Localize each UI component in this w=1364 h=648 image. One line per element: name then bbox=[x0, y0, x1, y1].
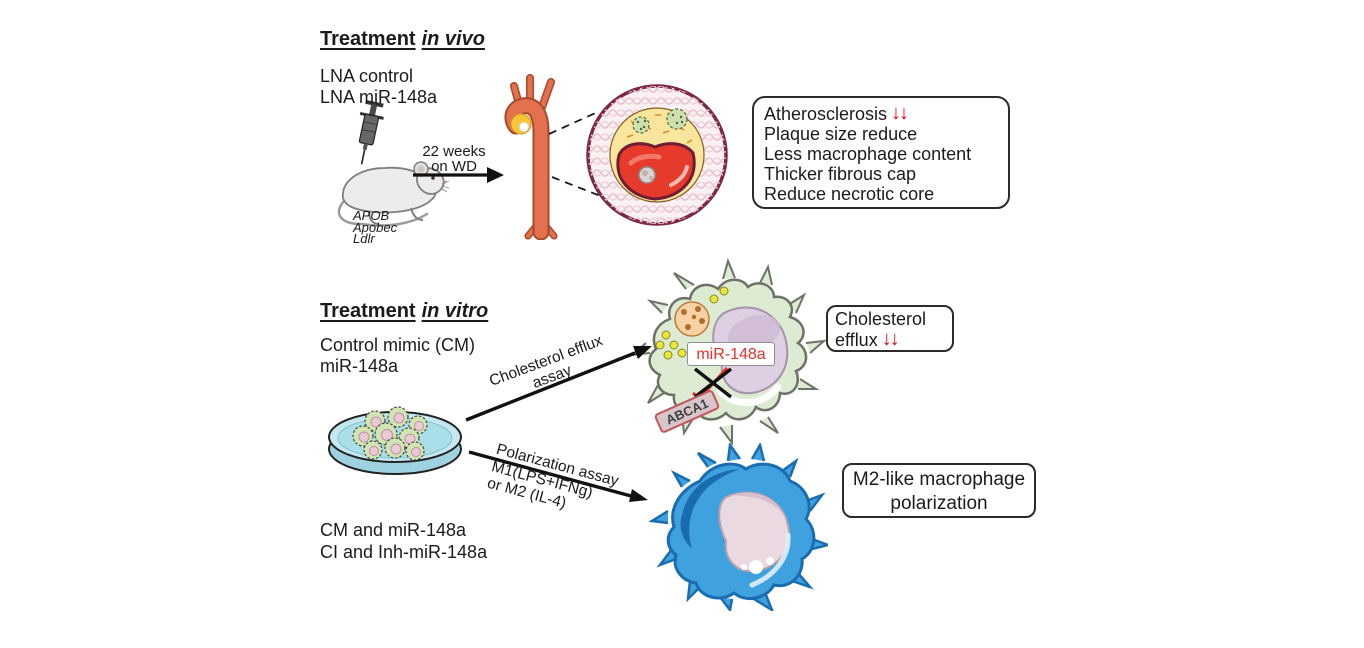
petri-dish-illustration bbox=[328, 406, 462, 475]
down-arrows-icon: ↓↓ bbox=[891, 102, 909, 124]
mir-148a-tag: miR-148a bbox=[687, 342, 775, 366]
lna-mir148a-label: LNA miR-148a bbox=[320, 87, 438, 107]
outcome-headline-row: Atherosclerosis↓↓ bbox=[764, 102, 1008, 124]
control-mimic-label: Control mimic (CM) bbox=[320, 335, 475, 355]
m2-polarization-box: M2-like macrophage polarization bbox=[842, 463, 1036, 518]
timeline-diet: on WD bbox=[431, 158, 477, 175]
cholesterol-dots bbox=[655, 286, 729, 360]
foam-cell bbox=[632, 116, 650, 134]
mir-148a-tag-text: miR-148a bbox=[696, 346, 766, 363]
cultured-macrophages bbox=[352, 406, 428, 461]
aorta-illustration bbox=[504, 74, 558, 240]
m2-box-line: M2-like macrophage bbox=[852, 469, 1026, 490]
efflux-box-line: Cholesterol bbox=[835, 309, 927, 329]
mimic-treatment-lines: Control mimic (CM) miR-148a bbox=[320, 335, 475, 377]
syringe-icon bbox=[358, 99, 384, 165]
timeline-weeks: 22 weeks bbox=[422, 143, 486, 160]
efflux-box-line: efflux bbox=[835, 330, 878, 350]
in-vivo-title-main: Treatment bbox=[320, 28, 416, 50]
lna-treatment-lines: LNA control LNA miR-148a bbox=[320, 66, 437, 108]
in-vitro-title-italic: in vitro bbox=[421, 300, 489, 322]
polarization-treatment-lines: CM and miR-148a CI and Inh-miR-148a bbox=[320, 519, 487, 563]
ci-inh-mir148a-label: CI and Inh-miR-148a bbox=[320, 542, 488, 562]
efflux-assay-arrow-label: Cholesterol efflux assay bbox=[462, 323, 635, 415]
down-arrows-icon: ↓↓ bbox=[881, 328, 900, 350]
efflux-box-line-row: efflux↓↓ bbox=[835, 328, 952, 351]
in-vivo-title-italic: in vivo bbox=[421, 28, 485, 50]
lna-control-label: LNA control bbox=[320, 66, 414, 86]
outcome-finding: Plaque size reduce bbox=[764, 124, 918, 144]
genotype-apobec: Apobec bbox=[353, 219, 398, 235]
in-vitro-title-main: Treatment bbox=[320, 300, 416, 322]
mir148a-mimic-label: miR-148a bbox=[320, 356, 399, 376]
timeline-label: 22 weeks on WD bbox=[410, 144, 498, 174]
m2-box-line: polarization bbox=[890, 493, 988, 514]
genotype-apob: APOB bbox=[353, 208, 390, 223]
atherosclerosis-outcome-box: Atherosclerosis↓↓ Plaque size reduce Les… bbox=[752, 96, 1010, 209]
outcome-finding: Less macrophage content bbox=[764, 144, 972, 164]
outcome-finding: Thicker fibrous cap bbox=[764, 164, 917, 184]
m2-macrophage-illustration bbox=[648, 443, 828, 611]
artery-cross-section-illustration bbox=[586, 84, 728, 226]
genotype-ldlr: Ldlr bbox=[353, 231, 375, 246]
polarization-assay-arrow-label: Polarization assay M1(LPS+IFNg) or M2 (I… bbox=[485, 441, 671, 538]
outcome-finding: Reduce necrotic core bbox=[764, 184, 935, 204]
outcome-headline: Atherosclerosis bbox=[764, 104, 888, 124]
cholesterol-efflux-box: Cholesterol efflux↓↓ bbox=[826, 305, 954, 352]
cm-mir148a-label: CM and miR-148a bbox=[320, 520, 467, 540]
foam-cell bbox=[666, 108, 688, 130]
mouse-genotype-labels: APOB Apobec Ldlr bbox=[353, 208, 398, 246]
